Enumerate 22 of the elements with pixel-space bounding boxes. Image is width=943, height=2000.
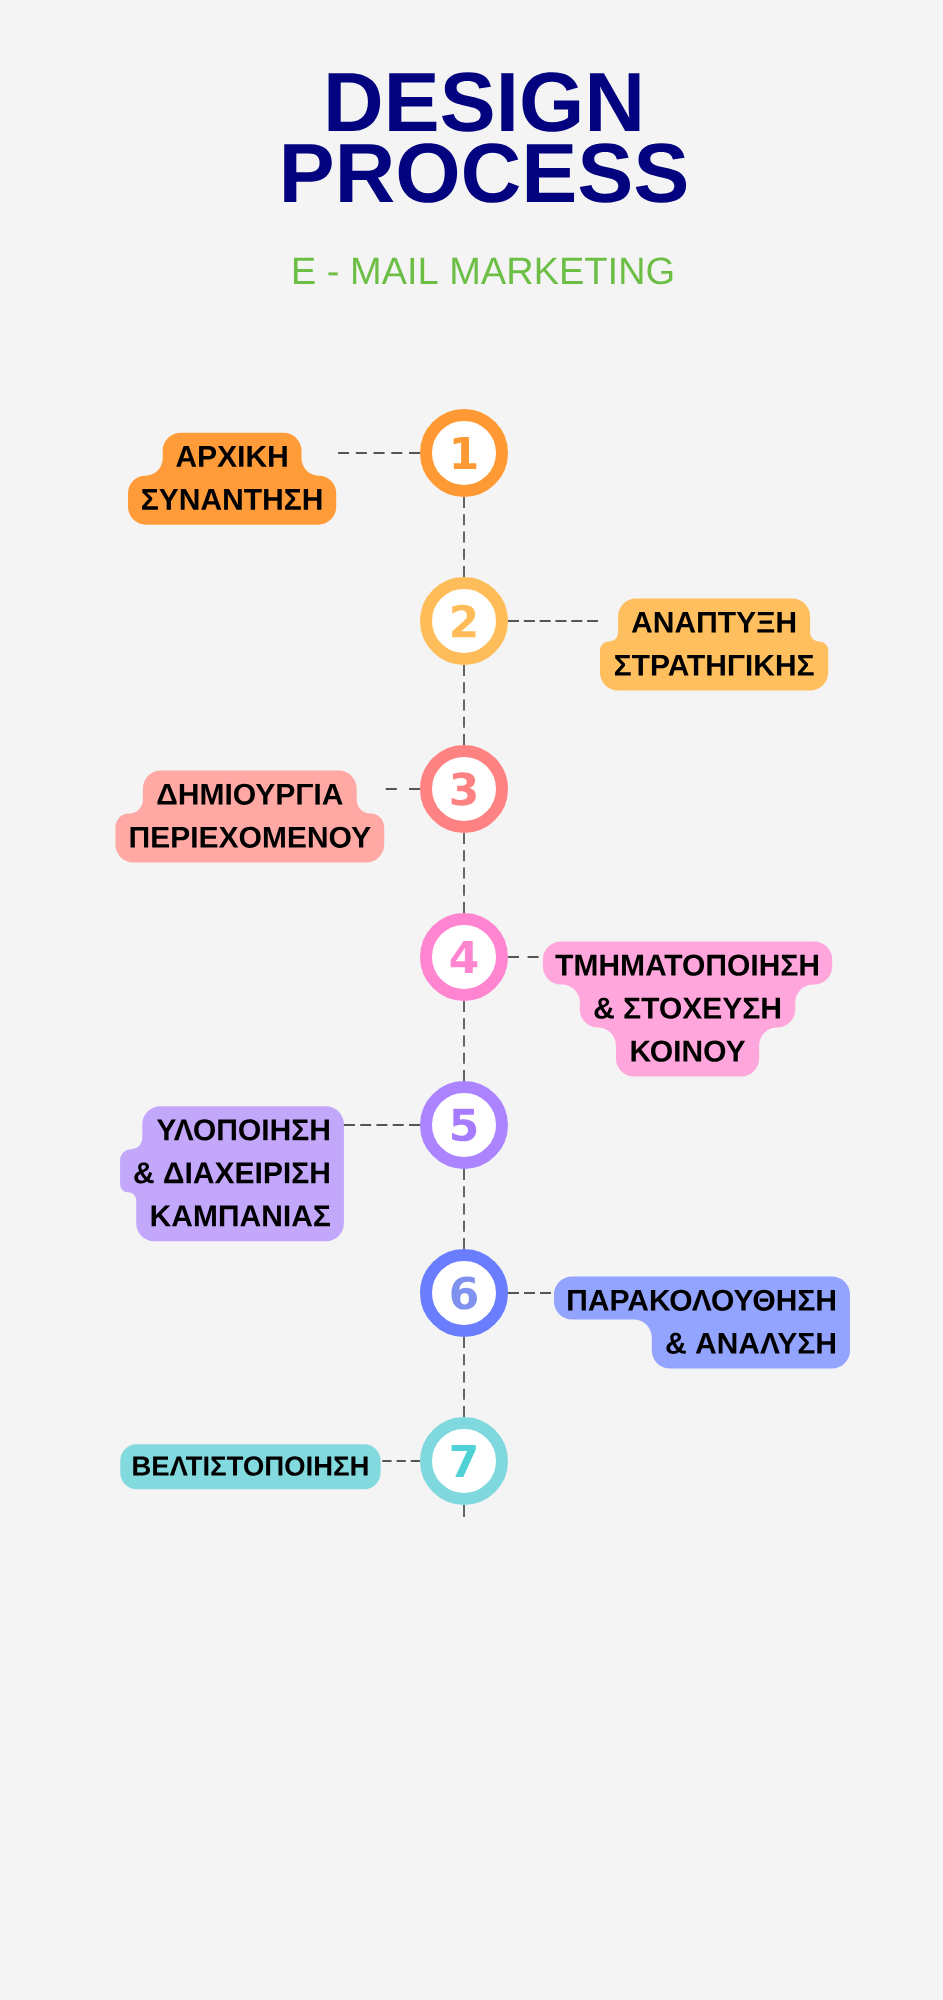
step-label: ΥΛΟΠΟΙΗΣΗ & ΔΙΑΧΕΙΡΙΣΗ ΚΑΜΠΑΝΙΑΣ: [120, 1106, 344, 1242]
step-label: ΔΗΜΙΟΥΡΓΙΑ ΠΕΡΙΕΧΟΜΕΝΟΥ: [115, 770, 385, 863]
connector-line: [463, 832, 465, 914]
connector-line: [381, 1460, 421, 1462]
connector-line: [463, 1000, 465, 1082]
connector-line: [507, 620, 599, 622]
step-label: ΒΕΛΤΙΣΤΟΠΟΙΗΣΗ: [120, 1444, 381, 1490]
subtitle: E - MAIL MARKETING: [294, 257, 673, 285]
step-label: ΑΡΧΙΚΗ ΣΥΝΑΝΤΗΣΗ: [128, 432, 337, 525]
connector-line: [463, 664, 465, 746]
connector-line: [343, 1124, 421, 1126]
connector-line: [384, 788, 421, 790]
connector-line: [463, 496, 465, 578]
connector-line: [507, 1292, 552, 1294]
connector-line: [463, 1168, 465, 1250]
connector-line: [507, 956, 540, 958]
title: DESIGN PROCESS: [284, 72, 687, 203]
connector-line: [337, 452, 421, 454]
connector-line: [463, 1504, 465, 1518]
step-label: ΠΑΡΑΚΟΛΟΥΘΗΣΗ & ΑΝΑΛΥΣΗ: [554, 1276, 850, 1369]
connector-line: [463, 1336, 465, 1418]
step-label: ΤΜΗΜΑΤΟΠΟΙΗΣΗ & ΣΤΟΧΕΥΣΗ ΚΟΙΝΟΥ: [542, 941, 833, 1077]
